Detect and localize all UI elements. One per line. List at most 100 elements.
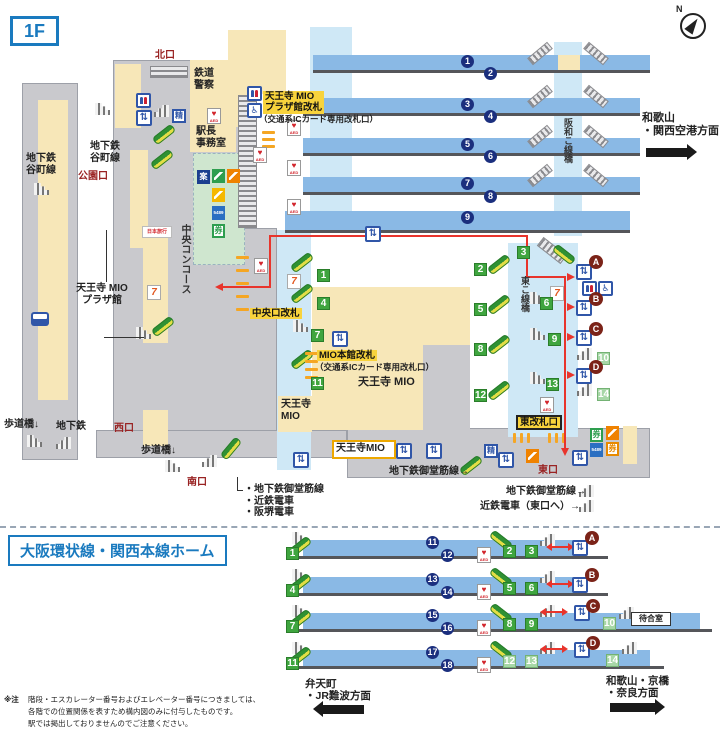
plaza-gate-lane <box>262 131 275 134</box>
midori-ticket-machine-icon <box>606 426 619 440</box>
wheelchair-icon: ♿ <box>247 103 262 118</box>
stairs-icon <box>579 485 594 497</box>
mio-main-gate-lane <box>305 352 318 355</box>
aed-icon: ♥AED <box>477 620 491 636</box>
seven-eleven-icon: 7 <box>147 285 161 300</box>
platform-9 <box>285 211 630 233</box>
hanwa-bridge-landing <box>558 55 580 70</box>
stair-number: 10 <box>603 617 616 630</box>
east-gate-lane <box>520 433 523 443</box>
elevator-icon: ⇅ <box>572 577 588 593</box>
route-arrow-elevator-a <box>567 273 575 281</box>
elevator-icon: ⇅ <box>332 331 348 347</box>
east-gate-lane <box>562 433 565 443</box>
railway-police-label: 鉄道 警察 <box>194 68 214 91</box>
stair-number: 1 <box>286 547 299 560</box>
route-arrow-elevator-d <box>567 371 575 379</box>
direction-arrow-east <box>610 699 665 715</box>
footnote-line-3: 駅では掲出しておりませんのでご注意ください。 <box>28 719 193 728</box>
fare-adjustment-icon: 精 <box>484 444 498 458</box>
elevator-icon: ⇅ <box>498 452 514 468</box>
aed-icon: ♥AED <box>254 258 268 274</box>
track-number: 14 <box>441 586 454 599</box>
ticket-machine-icon: 券 <box>606 442 619 456</box>
east-gate-lane <box>555 433 558 443</box>
stairs-icon <box>165 459 180 472</box>
transfer-arrow <box>546 580 574 588</box>
south-exit-connections: ・地下鉄御堂筋線 ・近鉄電車 ・阪堺電車 <box>244 484 324 518</box>
elevator-icon: ⇅ <box>293 452 309 468</box>
stair-number: 14 <box>606 654 619 667</box>
aed-icon: ♥AED <box>477 657 491 673</box>
central-concourse-label: 中央コンコース <box>179 224 190 294</box>
stairs-icon <box>95 102 110 115</box>
stairs-icon <box>540 534 555 546</box>
plaza-gate-lane <box>262 138 275 141</box>
seven-eleven-icon: 7 <box>550 286 564 301</box>
south-exit-label: 南口 <box>187 477 207 488</box>
restroom-icon <box>247 86 262 101</box>
direction-arrow-west <box>313 701 364 717</box>
aed-icon: ♥AED <box>540 397 554 413</box>
mio-small-block <box>278 396 312 432</box>
footnote-mark: ※注 <box>4 695 19 704</box>
mio-plaza-building-label: 天王寺 MIO プラザ館 <box>76 283 128 306</box>
midosuji-line-direction: 地下鉄御堂筋線→ <box>389 466 469 477</box>
central-gate-lane <box>236 308 249 311</box>
elevator-icon: ⇅ <box>396 443 412 459</box>
wheelchair-icon: ♿ <box>598 281 613 296</box>
track-number: 9 <box>461 211 474 224</box>
stairs-icon <box>619 607 634 619</box>
platform-section-title: 大阪環状線・関西本線ホーム <box>8 535 227 566</box>
track-number: 15 <box>426 609 439 622</box>
track-number: 17 <box>426 646 439 659</box>
north-exit-stairs <box>150 66 188 78</box>
route-arrow-elevator-b <box>567 303 575 311</box>
midosuji-line-direction: 地下鉄御堂筋線→ <box>506 486 586 497</box>
track-number: 8 <box>484 190 497 203</box>
aed-icon: ♥AED <box>287 199 301 215</box>
hanwa-bridge-label: 阪和こ線橋 <box>563 118 573 163</box>
midori-no-madoguchi-icon <box>212 169 225 183</box>
direction-wakayama-nara: 和歌山・京橋 ・奈良方面 <box>606 675 669 700</box>
floor-label: 1F <box>10 16 60 46</box>
east-bridge-label: 東こ線橋 <box>520 276 530 312</box>
track-number: 18 <box>441 659 454 672</box>
stairs-icon <box>622 642 637 654</box>
stair-number: 5 <box>503 582 516 595</box>
route-line <box>564 276 566 449</box>
stair-number: 6 <box>540 297 553 310</box>
section-divider <box>0 526 720 528</box>
aed-icon: ♥AED <box>287 120 301 136</box>
compass-icon <box>680 13 706 39</box>
tanimachi-corridor-building <box>38 100 68 400</box>
wakayama-airport-direction: 和歌山 ・関西空港方面 <box>642 112 719 137</box>
stair-number: 3 <box>517 246 530 259</box>
elevator-letter: B <box>589 292 603 306</box>
stairs-icon <box>579 500 594 512</box>
stair-number: 11 <box>311 377 324 390</box>
bus-stop-icon <box>31 312 49 326</box>
route-line <box>269 235 528 237</box>
stair-number: 12 <box>503 655 516 668</box>
stair-number: 13 <box>546 378 559 391</box>
tanimachi-line-label: 地下鉄 谷町線 <box>26 153 56 176</box>
elevator-icon: ⇅ <box>426 443 442 459</box>
west-building-south <box>143 410 168 446</box>
mio-main-gate-lane <box>305 368 318 371</box>
stairs-icon <box>202 455 217 467</box>
transfer-arrow <box>546 543 574 551</box>
pointer-line <box>237 490 243 491</box>
assisted-ticket-machine-icon <box>212 188 225 202</box>
elevator-letter: C <box>589 322 603 336</box>
track-number: 7 <box>461 177 474 190</box>
elevator-icon: ⇅ <box>572 540 588 556</box>
elevator-icon: ⇅ <box>572 450 588 466</box>
east-gate-label: 東改札口 <box>516 415 563 431</box>
stairs-icon <box>56 437 71 449</box>
route-arrow-west <box>215 283 223 291</box>
elevator-icon: ⇅ <box>576 330 592 346</box>
stair-number: 11 <box>286 657 299 670</box>
aed-icon: ♥AED <box>477 584 491 600</box>
tanimachi-line-label: 地下鉄 谷町線 <box>90 141 120 164</box>
